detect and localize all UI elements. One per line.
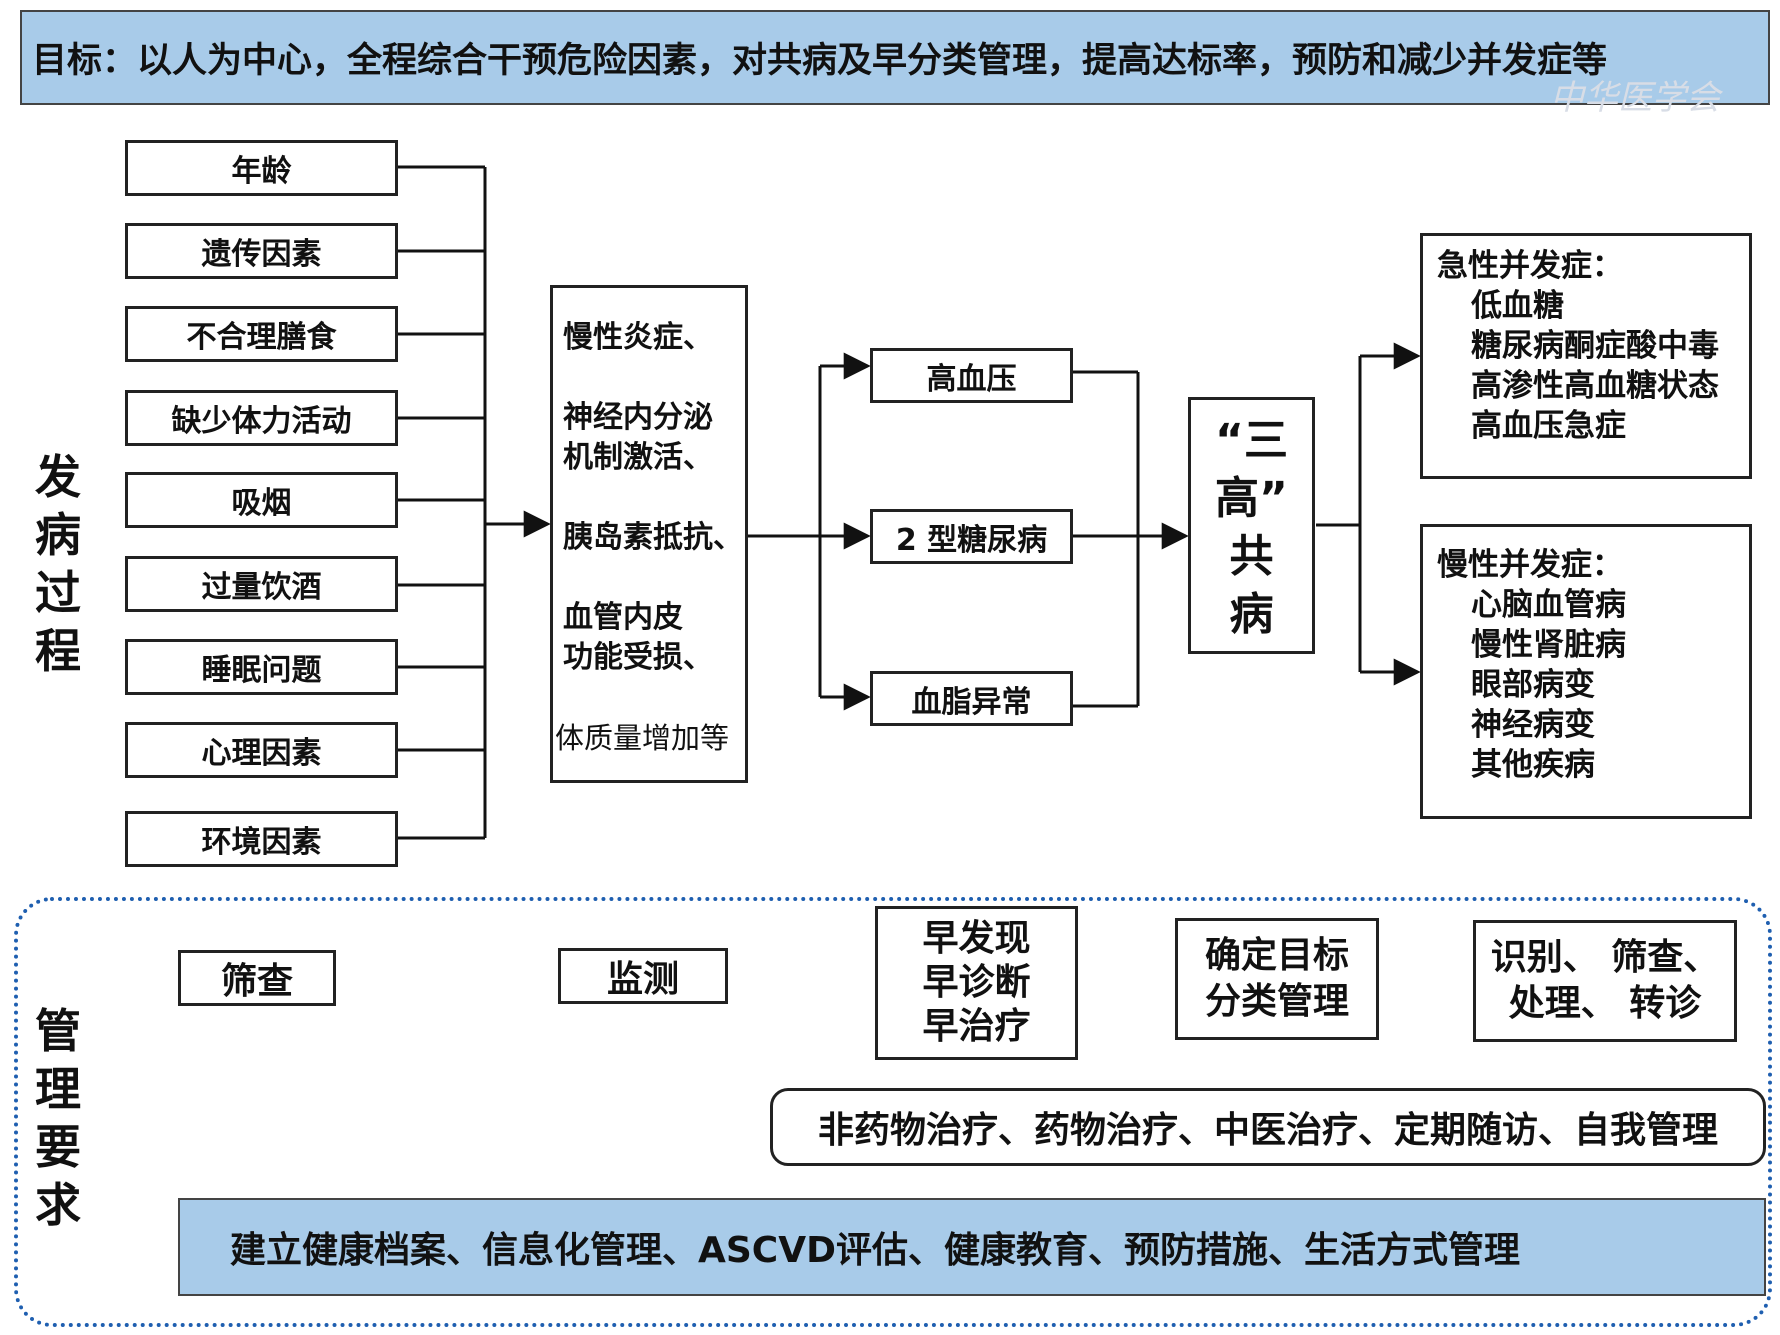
risk-factor-genetics: 遗传因素 — [125, 223, 398, 279]
chronic-item: 心脑血管病 — [1471, 587, 1626, 623]
acute-complications-box: 急性并发症： 低血糖 糖尿病酮症酸中毒 高渗性高血糖状态 高血压急症 — [1420, 233, 1752, 479]
mechanism-line: 血管内皮 — [563, 600, 683, 635]
mechanism-line: 慢性炎症、 — [563, 320, 713, 355]
early-detection-box: 早发现 早诊断 早治疗 — [875, 906, 1078, 1060]
risk-factor-age: 年龄 — [125, 140, 398, 196]
disease-diabetes: 2 型糖尿病 — [870, 509, 1073, 564]
chronic-item: 其他疾病 — [1471, 747, 1595, 783]
mechanism-line: 体质量增加等 — [555, 721, 730, 755]
goal-text: 目标：以人为中心，全程综合干预危险因素，对共病及早分类管理，提高达标率，预防和减… — [32, 41, 1608, 81]
acute-title: 急性并发症： — [1437, 248, 1623, 284]
goal-banner: 目标：以人为中心，全程综合干预危险因素，对共病及早分类管理，提高达标率，预防和减… — [20, 10, 1770, 105]
disease-hypertension: 高血压 — [870, 348, 1073, 403]
acute-item: 高渗性高血糖状态 — [1471, 368, 1719, 404]
mechanism-line: 胰岛素抵抗、 — [563, 520, 743, 555]
acute-item: 高血压急症 — [1471, 408, 1626, 444]
risk-factor-environment: 环境因素 — [125, 811, 398, 867]
chronic-item: 神经病变 — [1471, 707, 1595, 743]
watermark: 中华医学会 — [1550, 78, 1720, 118]
treatment-text: 非药物治疗、药物治疗、中医治疗、定期随访、自我管理 — [817, 1110, 1718, 1151]
comorbidity-box: “三 高” 共 病 — [1188, 397, 1315, 654]
acute-item: 低血糖 — [1471, 288, 1564, 324]
foundation-bar: 建立健康档案、信息化管理、ASCVD评估、健康教育、预防措施、生活方式管理 — [178, 1198, 1766, 1296]
target-classification-box: 确定目标 分类管理 — [1175, 918, 1379, 1040]
mechanisms-box: 慢性炎症、 神经内分泌 机制激活、 胰岛素抵抗、 血管内皮 功能受损、 体质量增… — [550, 285, 748, 783]
chronic-item: 眼部病变 — [1471, 667, 1595, 703]
section-label-process: 发 病 过 程 — [35, 450, 81, 678]
mechanism-line: 神经内分泌 — [563, 400, 713, 435]
screening-box: 筛查 — [178, 950, 336, 1006]
section-label-management: 管 理 要 求 — [35, 1004, 81, 1232]
risk-factor-sleep: 睡眠问题 — [125, 639, 398, 695]
management-panel — [14, 897, 1772, 1327]
disease-dyslipidemia: 血脂异常 — [870, 671, 1073, 726]
chronic-complications-box: 慢性并发症： 心脑血管病 慢性肾脏病 眼部病变 神经病变 其他疾病 — [1420, 524, 1752, 819]
risk-factor-alcohol: 过量饮酒 — [125, 556, 398, 612]
risk-factor-diet: 不合理膳食 — [125, 306, 398, 362]
foundation-text: 建立健康档案、信息化管理、ASCVD评估、健康教育、预防措施、生活方式管理 — [230, 1230, 1520, 1271]
treatment-bar: 非药物治疗、药物治疗、中医治疗、定期随访、自我管理 — [770, 1088, 1766, 1166]
monitoring-box: 监测 — [558, 948, 728, 1004]
chronic-title: 慢性并发症： — [1437, 547, 1623, 583]
acute-item: 糖尿病酮症酸中毒 — [1471, 328, 1719, 364]
identify-refer-box: 识别、 筛查、 处理、 转诊 — [1473, 920, 1737, 1042]
risk-factor-inactivity: 缺少体力活动 — [125, 390, 398, 446]
mechanism-line: 机制激活、 — [563, 440, 713, 475]
chronic-item: 慢性肾脏病 — [1471, 627, 1626, 663]
risk-factor-psychological: 心理因素 — [125, 722, 398, 778]
mechanism-line: 功能受损、 — [563, 640, 713, 675]
risk-factor-smoking: 吸烟 — [125, 472, 398, 528]
